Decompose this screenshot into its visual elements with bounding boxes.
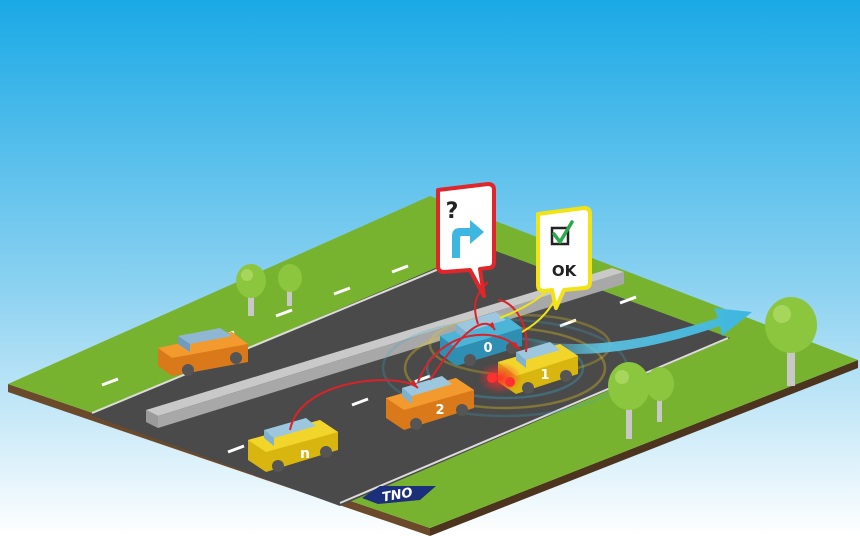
car-1-label: 1 — [540, 368, 549, 383]
car-0-label: 0 — [483, 341, 492, 356]
brake-light-right — [505, 377, 515, 387]
car-2-label: 2 — [435, 403, 444, 418]
brake-light-glow — [478, 362, 522, 394]
brake-light-left — [487, 373, 497, 383]
car-n-label: n — [300, 446, 310, 462]
ok-label: OK — [552, 262, 578, 280]
question-mark: ? — [446, 199, 459, 224]
